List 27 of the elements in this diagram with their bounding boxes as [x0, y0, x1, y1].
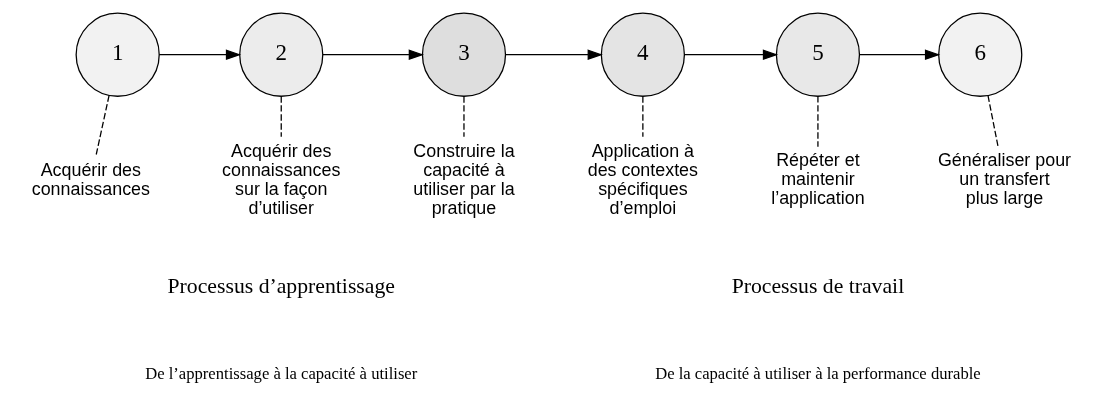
- label: De la capacité à utiliser à la performance durable: [654, 364, 981, 384]
- label: De l’apprentissage à la capacité à utiliser: [144, 364, 417, 384]
- node-text: Acquérir des connaissances: [31, 159, 150, 199]
- node-circle: 6: [937, 12, 1022, 97]
- connector: [462, 95, 465, 138]
- connector: [641, 95, 643, 138]
- node-text: Généraliser pour un transfert plus large: [937, 150, 1071, 209]
- node-circle: 5: [775, 12, 860, 97]
- node-text: Construire la capacité à utiliser par la pratique: [412, 140, 515, 219]
- node-circle: 1: [75, 12, 160, 97]
- arrow: [858, 49, 940, 61]
- node-text: Application à des contextes spécifiques d’emploi: [587, 140, 698, 219]
- arrow: [321, 49, 424, 61]
- label: Processus d’apprentissage: [167, 274, 395, 299]
- node-text: Acquérir des connaissances sur la façon d’utiliser: [221, 140, 340, 219]
- label: Processus de travail: [731, 274, 904, 299]
- connector: [986, 95, 999, 148]
- connector: [94, 95, 110, 157]
- node-circle: 4: [600, 12, 685, 97]
- node-circle: 3: [421, 12, 506, 97]
- connector: [280, 95, 282, 138]
- node-text: Répéter et maintenir l’application: [770, 150, 865, 209]
- connector: [816, 95, 819, 148]
- node-circle: 2: [238, 12, 323, 97]
- arrow: [158, 49, 241, 61]
- arrow: [504, 49, 603, 61]
- arrow: [683, 49, 778, 61]
